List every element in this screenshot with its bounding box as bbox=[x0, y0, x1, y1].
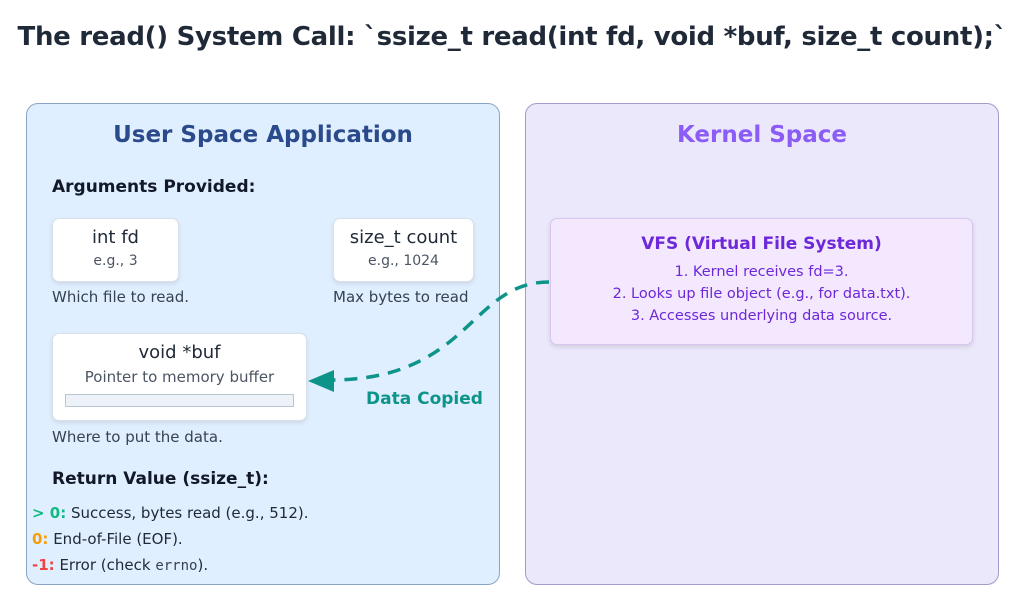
buf-card-title: void *buf bbox=[138, 342, 221, 363]
errno-code: errno bbox=[155, 558, 198, 574]
fd-caption: Which file to read. bbox=[52, 288, 190, 306]
fd-card-example: e.g., 3 bbox=[93, 253, 138, 269]
vfs-step-2: 2. Looks up file object (e.g., for data.… bbox=[612, 286, 911, 302]
return-eof-text: End-of-File (EOF). bbox=[48, 530, 183, 548]
return-error-key: -1: bbox=[32, 556, 55, 574]
count-card-example: e.g., 1024 bbox=[368, 253, 439, 269]
fd-card-title: int fd bbox=[92, 227, 139, 248]
buf-card-subtitle: Pointer to memory buffer bbox=[84, 368, 275, 386]
user-space-title: User Space Application bbox=[113, 122, 413, 148]
count-caption: Max bytes to read bbox=[333, 288, 469, 306]
memory-buffer-bar bbox=[65, 394, 294, 407]
vfs-card: VFS (Virtual File System) 1. Kernel rece… bbox=[550, 218, 973, 345]
return-eof: 0: End-of-File (EOF). bbox=[32, 530, 183, 548]
return-error: -1: Error (check errno). bbox=[32, 556, 208, 574]
buf-card: void *buf Pointer to memory buffer bbox=[52, 333, 307, 421]
return-success-key: > 0: bbox=[32, 504, 67, 522]
vfs-step-3: 3. Accesses underlying data source. bbox=[630, 308, 893, 324]
return-success-text: Success, bytes read (e.g., 512). bbox=[66, 504, 309, 522]
fd-card: int fd e.g., 3 bbox=[52, 218, 179, 282]
return-error-text-before: Error (check bbox=[54, 556, 156, 574]
vfs-title: VFS (Virtual File System) bbox=[641, 234, 882, 254]
return-value-heading: Return Value (ssize_t): bbox=[52, 469, 269, 489]
diagram-title: The read() System Call: `ssize_t read(in… bbox=[17, 22, 1007, 52]
vfs-step-1: 1. Kernel receives fd=3. bbox=[674, 264, 849, 280]
count-card-title: size_t count bbox=[349, 227, 458, 248]
data-copied-label: Data Copied bbox=[366, 389, 483, 409]
return-eof-key: 0: bbox=[32, 530, 49, 548]
count-card: size_t count e.g., 1024 bbox=[333, 218, 474, 282]
kernel-space-title: Kernel Space bbox=[676, 122, 847, 148]
return-error-text-after: ). bbox=[197, 556, 209, 574]
return-success: > 0: Success, bytes read (e.g., 512). bbox=[32, 504, 308, 522]
arguments-heading: Arguments Provided: bbox=[52, 177, 256, 197]
buf-caption: Where to put the data. bbox=[52, 428, 223, 446]
